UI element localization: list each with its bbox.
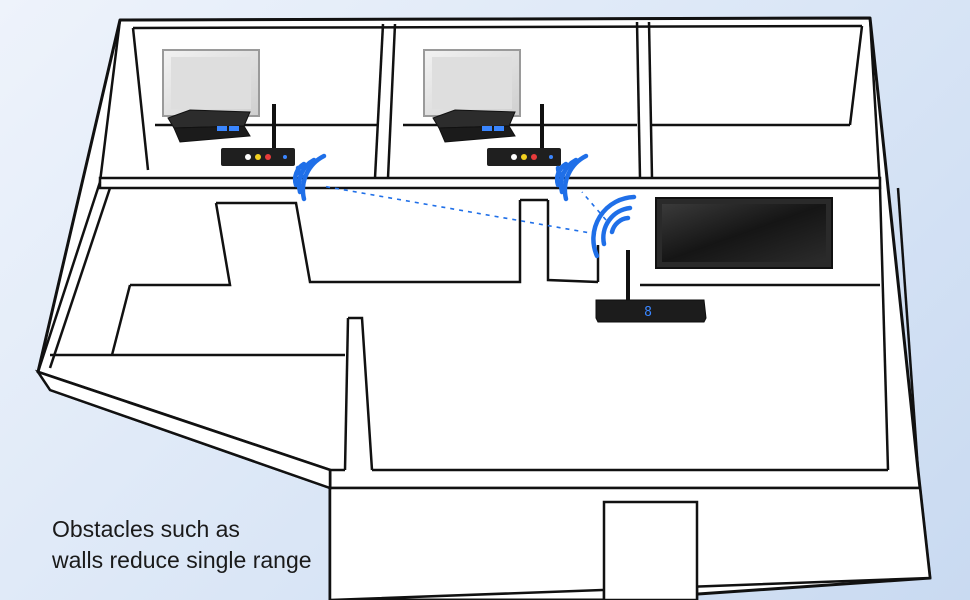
middle-wall	[98, 176, 882, 190]
set-top-boxes-room-2	[432, 109, 516, 143]
tv-room-1	[162, 49, 260, 117]
wifi-wave-icon	[591, 194, 637, 259]
av-receiver-antenna-icon	[221, 104, 295, 166]
transmitter-display-digit: 8	[644, 305, 652, 320]
transmitter-box-icon: 8	[595, 250, 707, 323]
signal-path-room-1	[321, 185, 597, 235]
av-receiver-antenna-icon	[487, 104, 561, 166]
caption-line-2: walls reduce single range	[52, 547, 312, 573]
signal-path-room-2	[581, 191, 607, 221]
tv-room-2	[423, 49, 521, 117]
upper-rooms	[98, 16, 882, 189]
wifi-wave-icon	[292, 153, 327, 202]
main-room-tv	[655, 197, 833, 269]
caption-line-1: Obstacles such as	[52, 516, 240, 542]
caption: Obstacles such as walls reduce single ra…	[52, 514, 312, 576]
set-top-boxes-room-1	[167, 109, 251, 143]
front-wall-face	[34, 369, 932, 600]
wifi-wave-icon	[554, 153, 589, 202]
